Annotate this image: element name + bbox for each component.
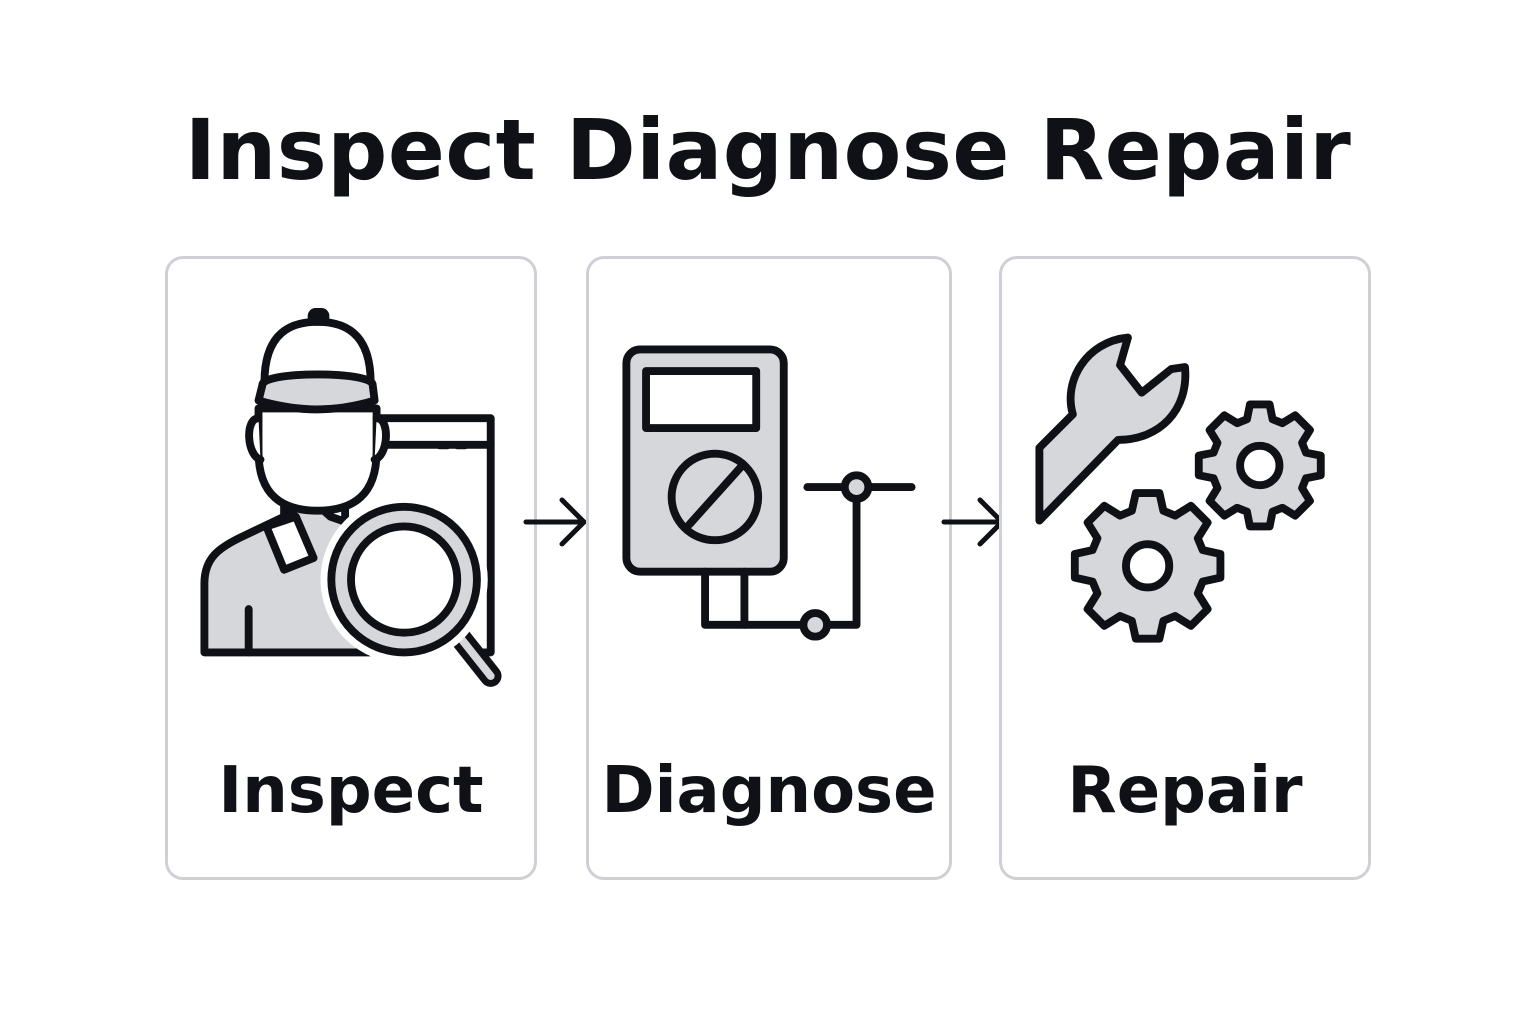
step-card-diagnose: Diagnose <box>586 256 952 880</box>
step-label-diagnose: Diagnose <box>601 754 937 828</box>
page-title: Inspect Diagnose Repair <box>184 101 1352 199</box>
technician-magnifier-icon <box>200 308 502 687</box>
arrow-right-icon <box>523 497 587 547</box>
multimeter-circuit-icon <box>622 345 916 641</box>
step-card-repair: Repair <box>999 256 1371 880</box>
step-label-repair: Repair <box>1067 754 1303 828</box>
step-card-inspect: Inspect <box>165 256 537 880</box>
gear-icon <box>1194 400 1325 531</box>
gear-icon <box>1070 489 1225 643</box>
wrench-gears-icon <box>1035 333 1325 643</box>
step-label-inspect: Inspect <box>218 754 484 828</box>
